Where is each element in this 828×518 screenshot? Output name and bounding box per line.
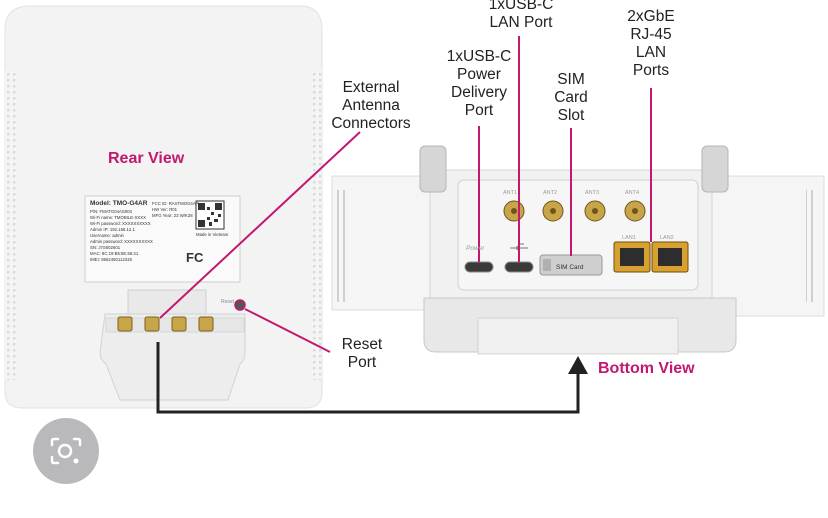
fc-mark: FC xyxy=(186,250,204,265)
view-connection-arrow xyxy=(156,342,588,414)
title-bottom-view: Bottom View xyxy=(598,360,695,377)
label-line: Admin IP: 192.168.12.1 xyxy=(90,227,136,232)
callout-reset xyxy=(244,308,331,353)
reset-hole xyxy=(234,299,246,311)
label-reset: Reset Port xyxy=(328,336,396,372)
reset-text: Reset xyxy=(221,299,235,305)
label-antenna-text: External Antenna Connectors xyxy=(331,79,411,132)
lan1-label: LAN1 xyxy=(622,235,636,241)
label-gbe-ports-text: 2xGbE RJ-45 LAN Ports xyxy=(627,8,675,79)
label-antenna: External Antenna Connectors xyxy=(316,79,426,133)
rear-antenna-connector xyxy=(198,316,214,332)
bottom-view-device xyxy=(331,145,825,355)
rear-antenna-connector xyxy=(144,316,160,332)
label-line: Admin password: XXXXXXXXXX xyxy=(90,239,153,244)
lan2-label: LAN2 xyxy=(660,235,674,241)
label-usbc-power-text: 1xUSB-C Power Delivery Port xyxy=(446,48,512,119)
label-made-in: Made in Vietnam xyxy=(196,232,229,237)
label-sim-slot-text: SIM Card Slot xyxy=(554,71,588,124)
label-line: IMEI: 8662450112345 xyxy=(90,257,133,262)
label-reset-text: Reset Port xyxy=(341,336,383,371)
label-usbc-power: 1xUSB-C Power Delivery Port xyxy=(437,48,521,120)
rear-antenna-connector xyxy=(171,316,187,332)
title-rear-view: Rear View xyxy=(108,150,185,167)
label-line: MAC: 8C:19:B5:8E:66:21 xyxy=(90,251,139,256)
label-sim-slot: SIM Card Slot xyxy=(538,71,604,125)
callout-lines xyxy=(159,36,652,353)
qr-code-icon xyxy=(195,200,225,230)
ant-label: ANT4 xyxy=(625,190,639,196)
label-line: SN: J7S602601 xyxy=(90,245,121,250)
label-line: Wi-Fi name: TMOBILE-XXXX xyxy=(90,215,146,220)
ant-label: ANT3 xyxy=(585,190,599,196)
label-usbc-lan-text: 1xUSB-C LAN Port xyxy=(488,0,554,31)
label-line: Wi-Fi password: XXXXXXXXXX xyxy=(90,221,151,226)
label-hw: HW Ver: R01 xyxy=(152,207,178,212)
lens-search-icon xyxy=(50,437,82,465)
usbc-power-port xyxy=(464,261,494,273)
usbc-lan-port xyxy=(504,261,534,273)
ant-label: ANT1 xyxy=(503,190,517,196)
label-usbc-lan: 1xUSB-C LAN Port xyxy=(482,0,560,32)
power-port-label: Power xyxy=(466,245,485,252)
callout-antenna xyxy=(159,131,361,319)
label-fcc: FCC ID: RAXTMOG4AR xyxy=(152,201,199,206)
label-model: Model: TMO-G4AR xyxy=(90,200,148,207)
label-line: P/N: FMATG04AS003 xyxy=(90,209,133,214)
label-gbe-ports: 2xGbE RJ-45 LAN Ports xyxy=(610,8,692,80)
label-line: Username: admin xyxy=(90,233,125,238)
ant-label: ANT2 xyxy=(543,190,557,196)
sim-slot-label: SIM Card xyxy=(556,264,584,271)
lens-search-button[interactable] xyxy=(33,418,99,484)
rear-view-device xyxy=(4,5,323,409)
label-mfg: MFG Year: 23 W/K28 xyxy=(152,213,193,218)
rear-antenna-connector xyxy=(117,316,133,332)
